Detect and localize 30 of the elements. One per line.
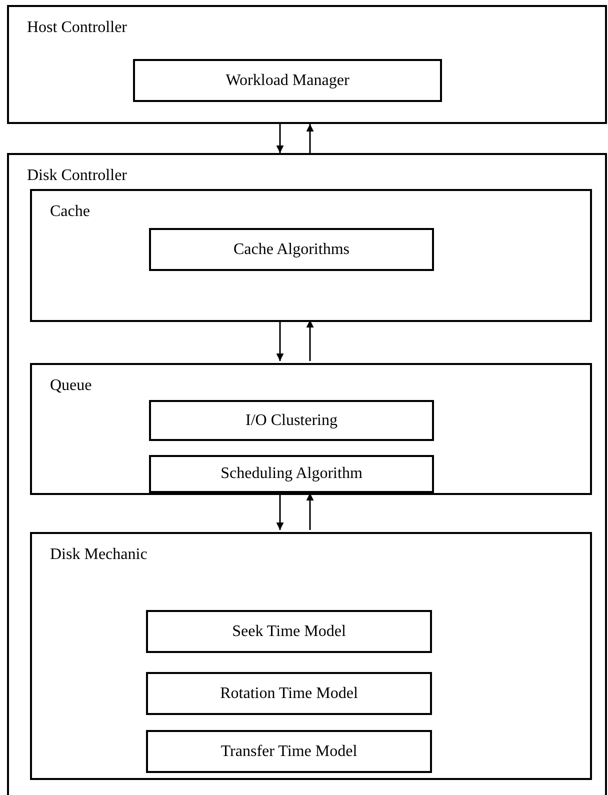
arrow	[306, 124, 314, 153]
container-box	[7, 5, 607, 124]
box-label: I/O Clustering	[246, 412, 338, 430]
arrow	[306, 493, 314, 530]
container-heading: Queue	[50, 377, 92, 395]
box-label: Cache Algorithms	[234, 240, 350, 258]
container-heading: Host Controller	[27, 19, 127, 37]
box-label: Rotation Time Model	[220, 684, 358, 702]
arrow	[276, 320, 284, 361]
arrow	[276, 493, 284, 530]
component-box	[149, 455, 434, 493]
component-box	[149, 228, 434, 271]
box-label: Scheduling Algorithm	[220, 465, 362, 483]
component-box	[133, 59, 442, 102]
box-label: Transfer Time Model	[220, 742, 358, 760]
container-heading: Cache	[50, 203, 90, 221]
arrow	[306, 320, 314, 361]
component-box	[146, 672, 432, 715]
component-box	[149, 400, 434, 441]
box-label: Seek Time Model	[232, 622, 346, 640]
component-box	[146, 610, 432, 653]
component-box	[146, 730, 432, 773]
container-box	[30, 363, 592, 495]
container-heading: Disk Controller	[27, 167, 127, 185]
container-box	[7, 153, 607, 795]
container-heading: Disk Mechanic	[50, 546, 148, 564]
box-label: Workload Manager	[226, 72, 350, 90]
container-box	[30, 532, 592, 780]
arrow	[276, 124, 284, 153]
container-box	[30, 189, 592, 322]
